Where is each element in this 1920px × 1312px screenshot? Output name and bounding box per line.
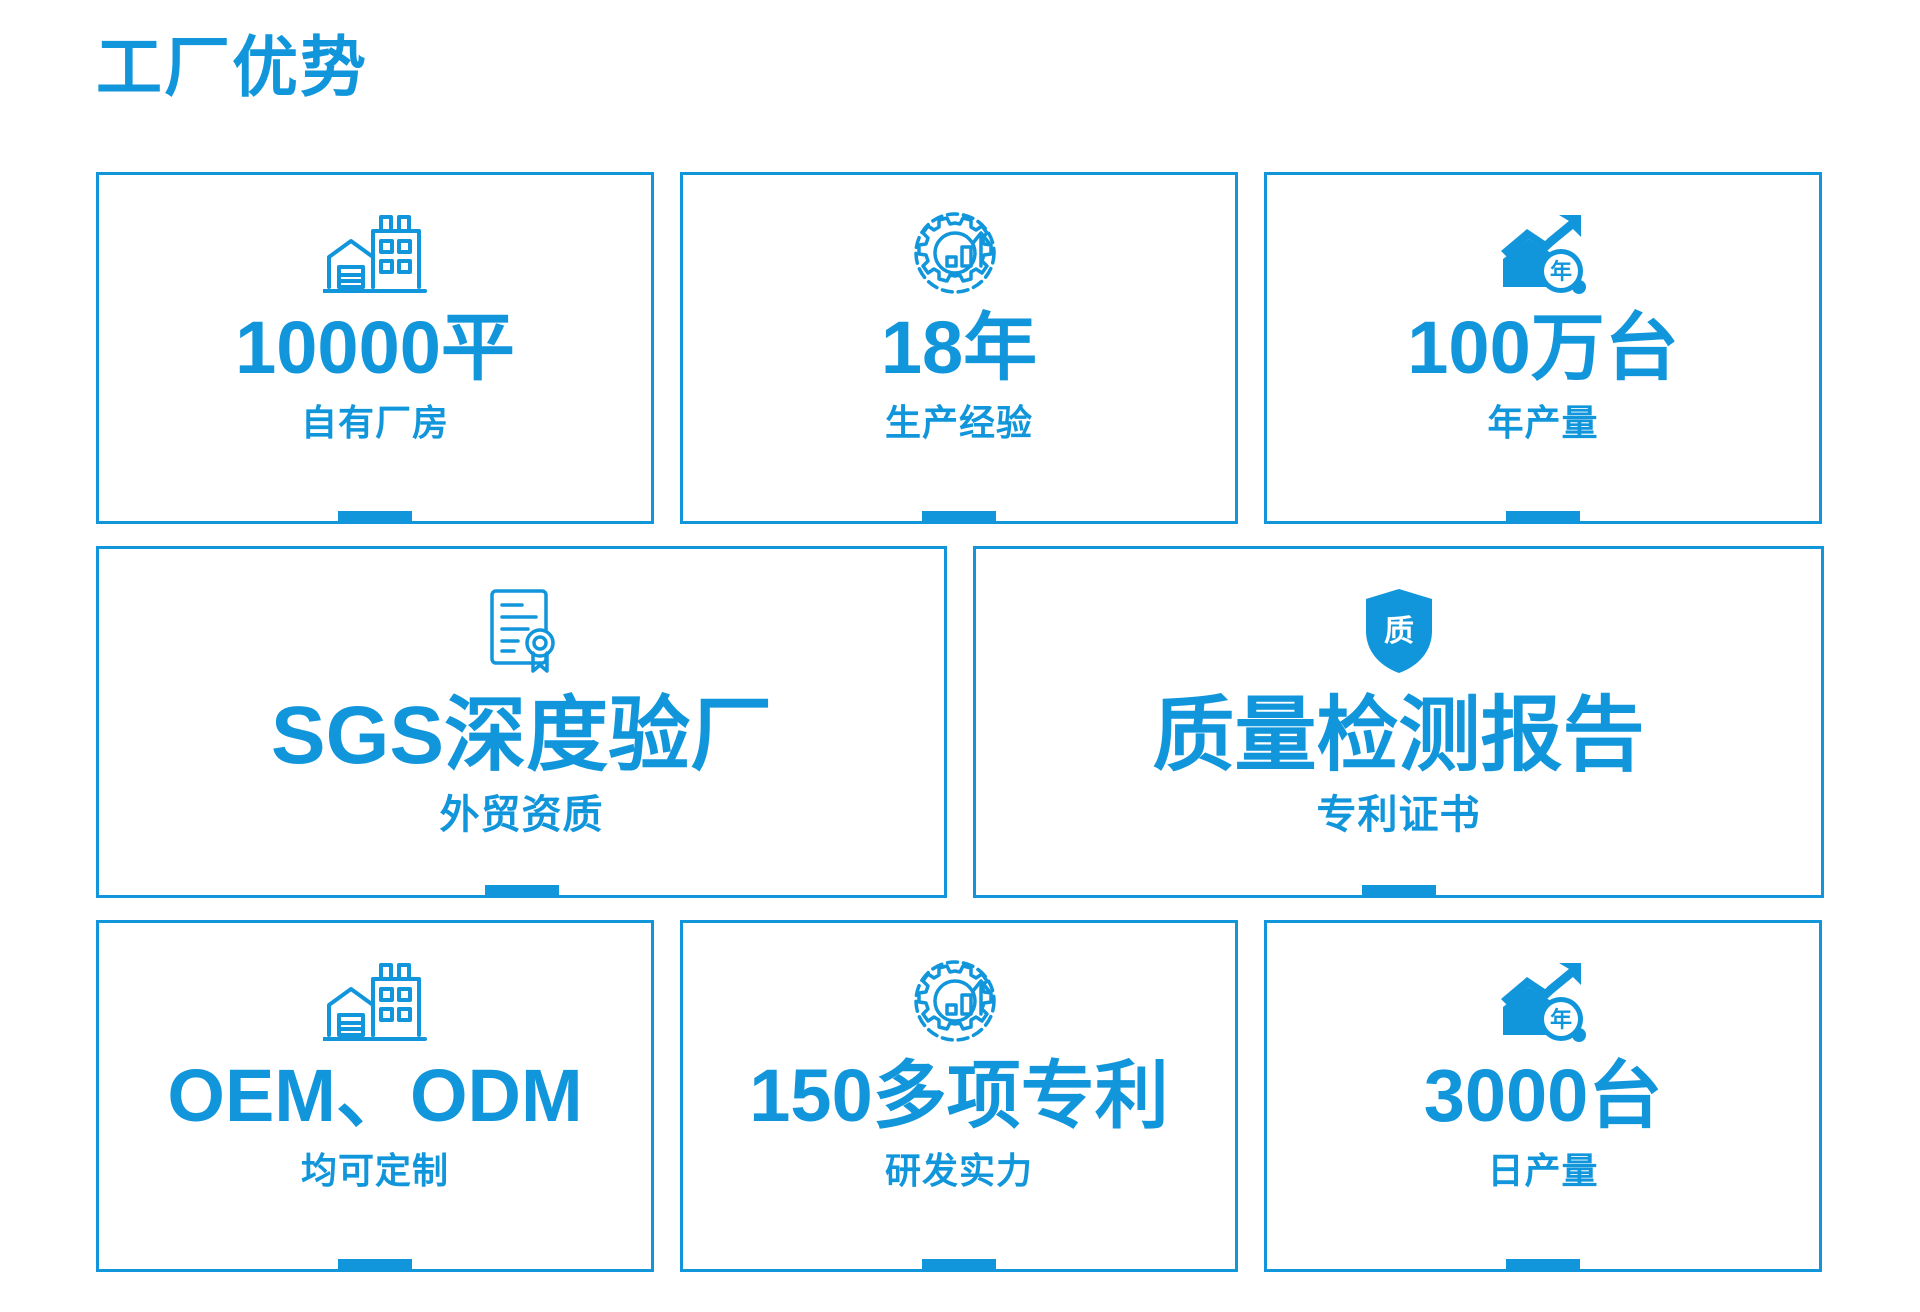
card-bottom-tab: [1506, 1259, 1580, 1272]
card-main-text: 18年: [880, 306, 1038, 389]
factory-icon: [323, 209, 427, 295]
gear-chart-icon: [911, 209, 1007, 295]
svg-text:质: 质: [1384, 615, 1414, 648]
advantage-card[interactable]: 年 100万台 年产量: [1264, 172, 1822, 524]
card-main-text: 100万台: [1407, 306, 1679, 389]
card-main-text: 3000台: [1423, 1054, 1663, 1137]
card-row-1: 10000平 自有厂房: [96, 172, 1824, 524]
advantage-card[interactable]: 150多项专利 研发实力: [680, 920, 1238, 1272]
advantage-card[interactable]: 质 质量检测报告 专利证书: [973, 546, 1824, 898]
card-bottom-tab: [922, 511, 996, 524]
advantage-card[interactable]: 10000平 自有厂房: [96, 172, 654, 524]
card-bottom-tab: [1361, 885, 1436, 898]
advantage-card[interactable]: OEM、ODM 均可定制: [96, 920, 654, 1272]
card-main-text: SGS深度验厂: [270, 690, 773, 781]
gear-chart-icon: [911, 957, 1007, 1043]
card-main-text: 150多项专利: [749, 1054, 1169, 1137]
card-sub-text: 外贸资质: [439, 793, 604, 838]
card-row-3: OEM、ODM 均可定制: [96, 920, 1824, 1272]
card-bottom-tab: [338, 1259, 412, 1272]
svg-text:年: 年: [1550, 1007, 1572, 1032]
annual-output-icon: 年: [1493, 209, 1593, 295]
cards-container: 10000平 自有厂房: [96, 172, 1824, 1294]
card-row-2: SGS深度验厂 外贸资质 质 质量检测报告 专利证书: [96, 546, 1824, 898]
card-sub-text: 自有厂房: [300, 401, 449, 443]
card-sub-text: 均可定制: [300, 1149, 449, 1191]
card-bottom-tab: [922, 1259, 996, 1272]
quality-shield-icon: 质: [1360, 585, 1438, 677]
advantage-card[interactable]: 年 3000台 日产量: [1264, 920, 1822, 1272]
page-title: 工厂优势: [96, 30, 368, 104]
card-bottom-tab: [1506, 511, 1580, 524]
card-sub-text: 年产量: [1487, 401, 1599, 443]
card-main-text: 10000平: [235, 306, 515, 389]
svg-text:年: 年: [1550, 259, 1572, 284]
card-bottom-tab: [338, 511, 412, 524]
card-sub-text: 日产量: [1487, 1149, 1599, 1191]
advantage-card[interactable]: SGS深度验厂 外贸资质: [96, 546, 947, 898]
card-sub-text: 研发实力: [884, 1149, 1033, 1191]
certificate-icon: [482, 585, 562, 677]
card-sub-text: 专利证书: [1316, 793, 1481, 838]
card-bottom-tab: [484, 885, 559, 898]
factory-icon: [323, 957, 427, 1043]
card-sub-text: 生产经验: [884, 401, 1033, 443]
card-main-text: 质量检测报告: [1152, 690, 1645, 781]
card-main-text: OEM、ODM: [167, 1054, 583, 1137]
annual-output-icon: 年: [1493, 957, 1593, 1043]
advantage-card[interactable]: 18年 生产经验: [680, 172, 1238, 524]
